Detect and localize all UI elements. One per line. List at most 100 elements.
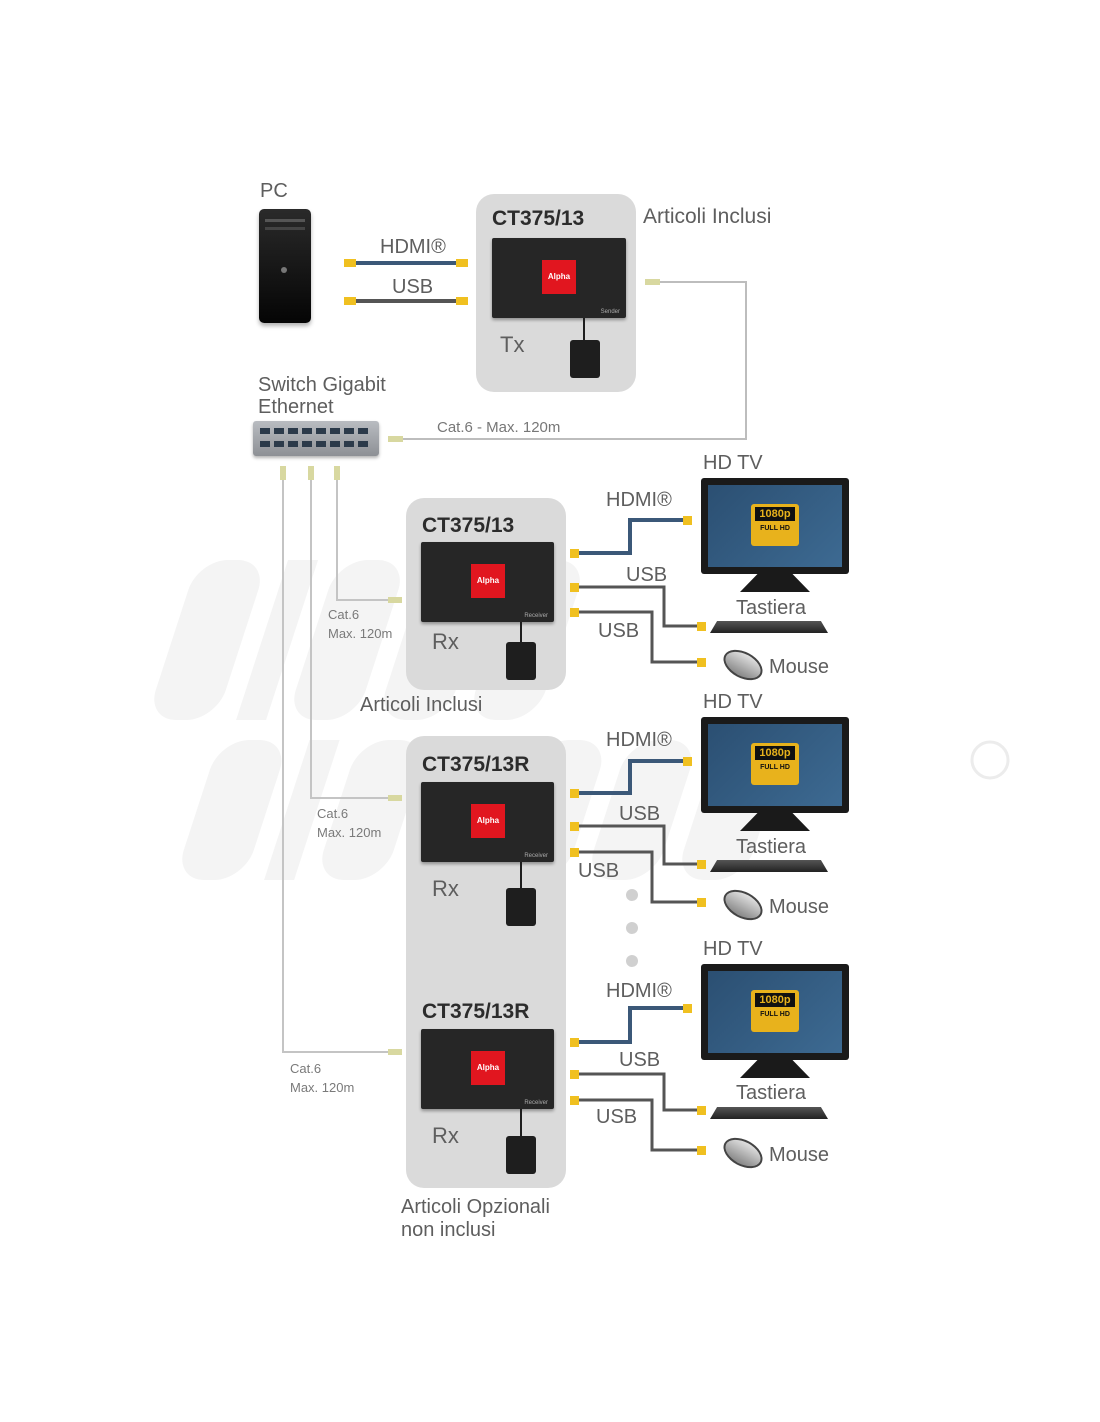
- uplink-cable-label: Cat.6 - Max. 120m: [437, 419, 561, 436]
- usb-cable-label: USB: [392, 276, 434, 298]
- rx3-usb1-label: USB: [619, 1049, 661, 1071]
- badge-bottom: FULL HD: [760, 764, 790, 771]
- rx3-tv-label: HD TV: [703, 938, 763, 960]
- device-tag: Receiver: [524, 853, 548, 859]
- keyboard-icon: [710, 1107, 828, 1119]
- rx1-hdmi-label: HDMI®: [606, 489, 672, 511]
- cat6-cable-tx: [400, 281, 747, 440]
- alpha-logo: Alpha: [542, 260, 576, 294]
- power-adapter-icon: [506, 642, 536, 680]
- rx1-device: Alpha Receiver: [421, 542, 554, 622]
- rx3-cable-label-line2: Max. 120m: [290, 1080, 355, 1095]
- badge-bottom: FULL HD: [760, 525, 790, 532]
- rx2-device: Alpha Receiver: [421, 782, 554, 862]
- rx3-cable-label-line1: Cat.6: [290, 1061, 322, 1076]
- full-hd-badge: 1080p FULL HD: [751, 990, 799, 1032]
- usb-cable-rx3-keyboard: [576, 1072, 700, 1112]
- tx-model: CT375/13: [492, 207, 585, 230]
- usb-cable-rx3-mouse: [576, 1098, 700, 1152]
- usb-cable-rx2-keyboard: [576, 824, 700, 866]
- rj45-connector: [645, 279, 660, 285]
- power-adapter-icon: [506, 1136, 536, 1174]
- switch-icon: [253, 421, 379, 456]
- rj45-connector: [388, 795, 402, 801]
- keyboard-icon: [710, 621, 828, 633]
- hdmi-cable-label: HDMI®: [380, 236, 446, 258]
- hdmi-cable-rx1: [576, 518, 686, 555]
- cat6-cable-rx2: [310, 470, 400, 799]
- tv-stand: [740, 813, 810, 831]
- rx1-keyboard-label: Tastiera: [736, 597, 807, 619]
- pc-label: PC: [260, 180, 288, 202]
- rx1-model: CT375/13: [422, 514, 515, 537]
- rj45-connector: [308, 466, 314, 480]
- rx3-mouse-label: Mouse: [769, 1144, 830, 1166]
- device-tag: Receiver: [524, 613, 548, 619]
- watermark-stroke: [182, 740, 282, 880]
- hd-tv-icon: 1080p FULL HD: [701, 964, 849, 1060]
- usb-connector: [456, 297, 468, 305]
- power-adapter-icon: [506, 888, 536, 926]
- watermark-stroke: [236, 560, 319, 720]
- rj45-connector: [334, 466, 340, 480]
- rx2-tv-label: HD TV: [703, 691, 763, 713]
- rj45-connector: [280, 466, 286, 480]
- full-hd-badge: 1080p FULL HD: [751, 504, 799, 546]
- tx-role: Tx: [500, 332, 525, 357]
- rx1-usb1-label: USB: [626, 564, 668, 586]
- rx2-model: CT375/13R: [422, 753, 530, 776]
- rx3-device: Alpha Receiver: [421, 1029, 554, 1109]
- full-hd-badge: 1080p FULL HD: [751, 743, 799, 785]
- rx3-keyboard-label: Tastiera: [736, 1082, 807, 1104]
- switch-label-line1: Switch Gigabit: [258, 374, 386, 396]
- hdmi-cable-rx3: [576, 1006, 686, 1044]
- optional-label-line2: non inclusi: [401, 1219, 496, 1241]
- watermark-registered-mark: [970, 740, 1010, 780]
- rx2-usb2-label: USB: [578, 860, 620, 882]
- rx2-mouse-label: Mouse: [769, 896, 830, 918]
- pc-tower-icon: [259, 209, 311, 323]
- rx1-role: Rx: [432, 629, 459, 654]
- rx3-hdmi-label: HDMI®: [606, 980, 672, 1002]
- hd-tv-icon: 1080p FULL HD: [701, 478, 849, 574]
- hdmi-connector: [344, 259, 356, 267]
- usb-connector: [344, 297, 356, 305]
- cat6-cable-rx3: [282, 470, 400, 1053]
- hd-tv-icon: 1080p FULL HD: [701, 717, 849, 813]
- tv-stand: [740, 1060, 810, 1078]
- rj45-connector: [388, 597, 402, 603]
- switch-label-line2: Ethernet: [258, 396, 334, 418]
- alpha-logo: Alpha: [471, 564, 505, 598]
- ellipsis-dot: [626, 922, 638, 934]
- rx2-usb1-label: USB: [619, 803, 661, 825]
- rx1-tv-label: HD TV: [703, 452, 763, 474]
- tv-stand: [740, 574, 810, 592]
- rj45-connector: [388, 1049, 402, 1055]
- badge-top: 1080p: [755, 993, 795, 1007]
- alpha-logo: Alpha: [471, 1051, 505, 1085]
- watermark-stroke: [322, 740, 422, 880]
- ellipsis-dot: [626, 889, 638, 901]
- ellipsis-dot: [626, 955, 638, 967]
- usb-cable-rx1-keyboard: [576, 585, 700, 628]
- rx3-role: Rx: [432, 1123, 459, 1148]
- badge-top: 1080p: [755, 746, 795, 760]
- rx2-cable-label-line2: Max. 120m: [317, 825, 382, 840]
- badge-top: 1080p: [755, 507, 795, 521]
- rx1-cable-label-line1: Cat.6: [328, 607, 360, 622]
- tx-device: Alpha Sender: [492, 238, 626, 318]
- rx3-model: CT375/13R: [422, 1000, 530, 1023]
- rx2-cable-label-line1: Cat.6: [317, 806, 349, 821]
- alpha-logo: Alpha: [471, 804, 505, 838]
- rx1-usb2-label: USB: [598, 620, 640, 642]
- cat6-cable-rx1: [336, 470, 400, 601]
- power-adapter-icon: [570, 340, 600, 378]
- rx2-role: Rx: [432, 876, 459, 901]
- badge-bottom: FULL HD: [760, 1011, 790, 1018]
- rx1-mouse-label: Mouse: [769, 656, 830, 678]
- rx3-usb2-label: USB: [596, 1106, 638, 1128]
- watermark-stroke: [154, 560, 260, 720]
- hdmi-cable-rx2: [576, 759, 686, 795]
- tx-scope-label: Articoli Inclusi: [643, 205, 772, 228]
